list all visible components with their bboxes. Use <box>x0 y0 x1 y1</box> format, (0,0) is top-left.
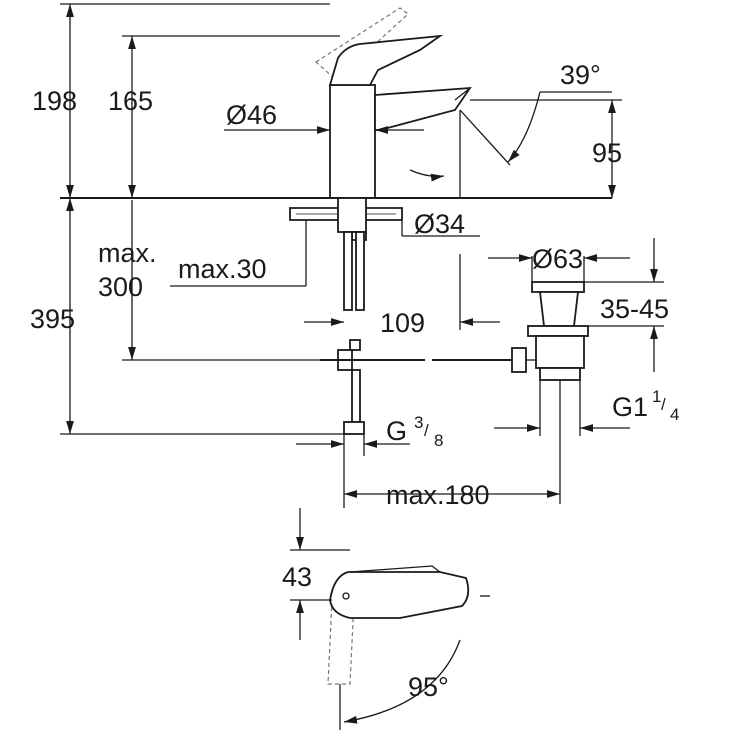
label-diameter-63: Ø63 <box>532 244 583 274</box>
label-395: 395 <box>30 304 75 334</box>
label-43: 43 <box>282 562 312 592</box>
label-max-30: max.30 <box>178 254 267 284</box>
label-35-45: 35-45 <box>600 294 669 324</box>
label-diameter-34: Ø34 <box>414 209 465 239</box>
label-165: 165 <box>108 86 153 116</box>
label-95: 95 <box>592 138 622 168</box>
label-g1-1-4: G1 1 / 4 <box>612 387 679 424</box>
label-300: 300 <box>98 272 143 302</box>
svg-text:8: 8 <box>434 431 443 450</box>
pop-up-waste <box>511 281 589 381</box>
faucet-spout <box>374 86 472 131</box>
faucet-side-elevation <box>60 3 664 508</box>
label-max: max. <box>98 238 157 268</box>
lever-raised-outline <box>315 7 409 81</box>
label-g-3-8: G 3 / 8 <box>386 413 443 450</box>
label-198: 198 <box>32 86 77 116</box>
faucet-body <box>329 84 376 199</box>
label-diameter-46: Ø46 <box>226 100 277 130</box>
flex-hose-left <box>343 231 353 311</box>
svg-text:/: / <box>424 421 429 440</box>
svg-text:G: G <box>386 416 407 446</box>
label-109: 109 <box>380 308 425 338</box>
svg-text:3: 3 <box>414 413 423 432</box>
flex-hose-right <box>355 231 365 311</box>
svg-text:G1: G1 <box>612 392 648 422</box>
label-max-180: max.180 <box>386 480 490 510</box>
svg-text:4: 4 <box>670 405 679 424</box>
svg-text:/: / <box>661 395 666 414</box>
faucet-top-plan <box>290 508 490 730</box>
svg-text:1: 1 <box>652 387 661 406</box>
dimension-labels: 198 165 39° 95 Ø46 Ø34 max. 300 max.30 3… <box>30 60 679 702</box>
label-39-deg: 39° <box>560 60 601 90</box>
lever-plan-rotated <box>327 599 355 685</box>
faucet-lever <box>328 34 444 86</box>
label-95-deg: 95° <box>408 672 449 702</box>
lever-plan <box>329 571 470 619</box>
